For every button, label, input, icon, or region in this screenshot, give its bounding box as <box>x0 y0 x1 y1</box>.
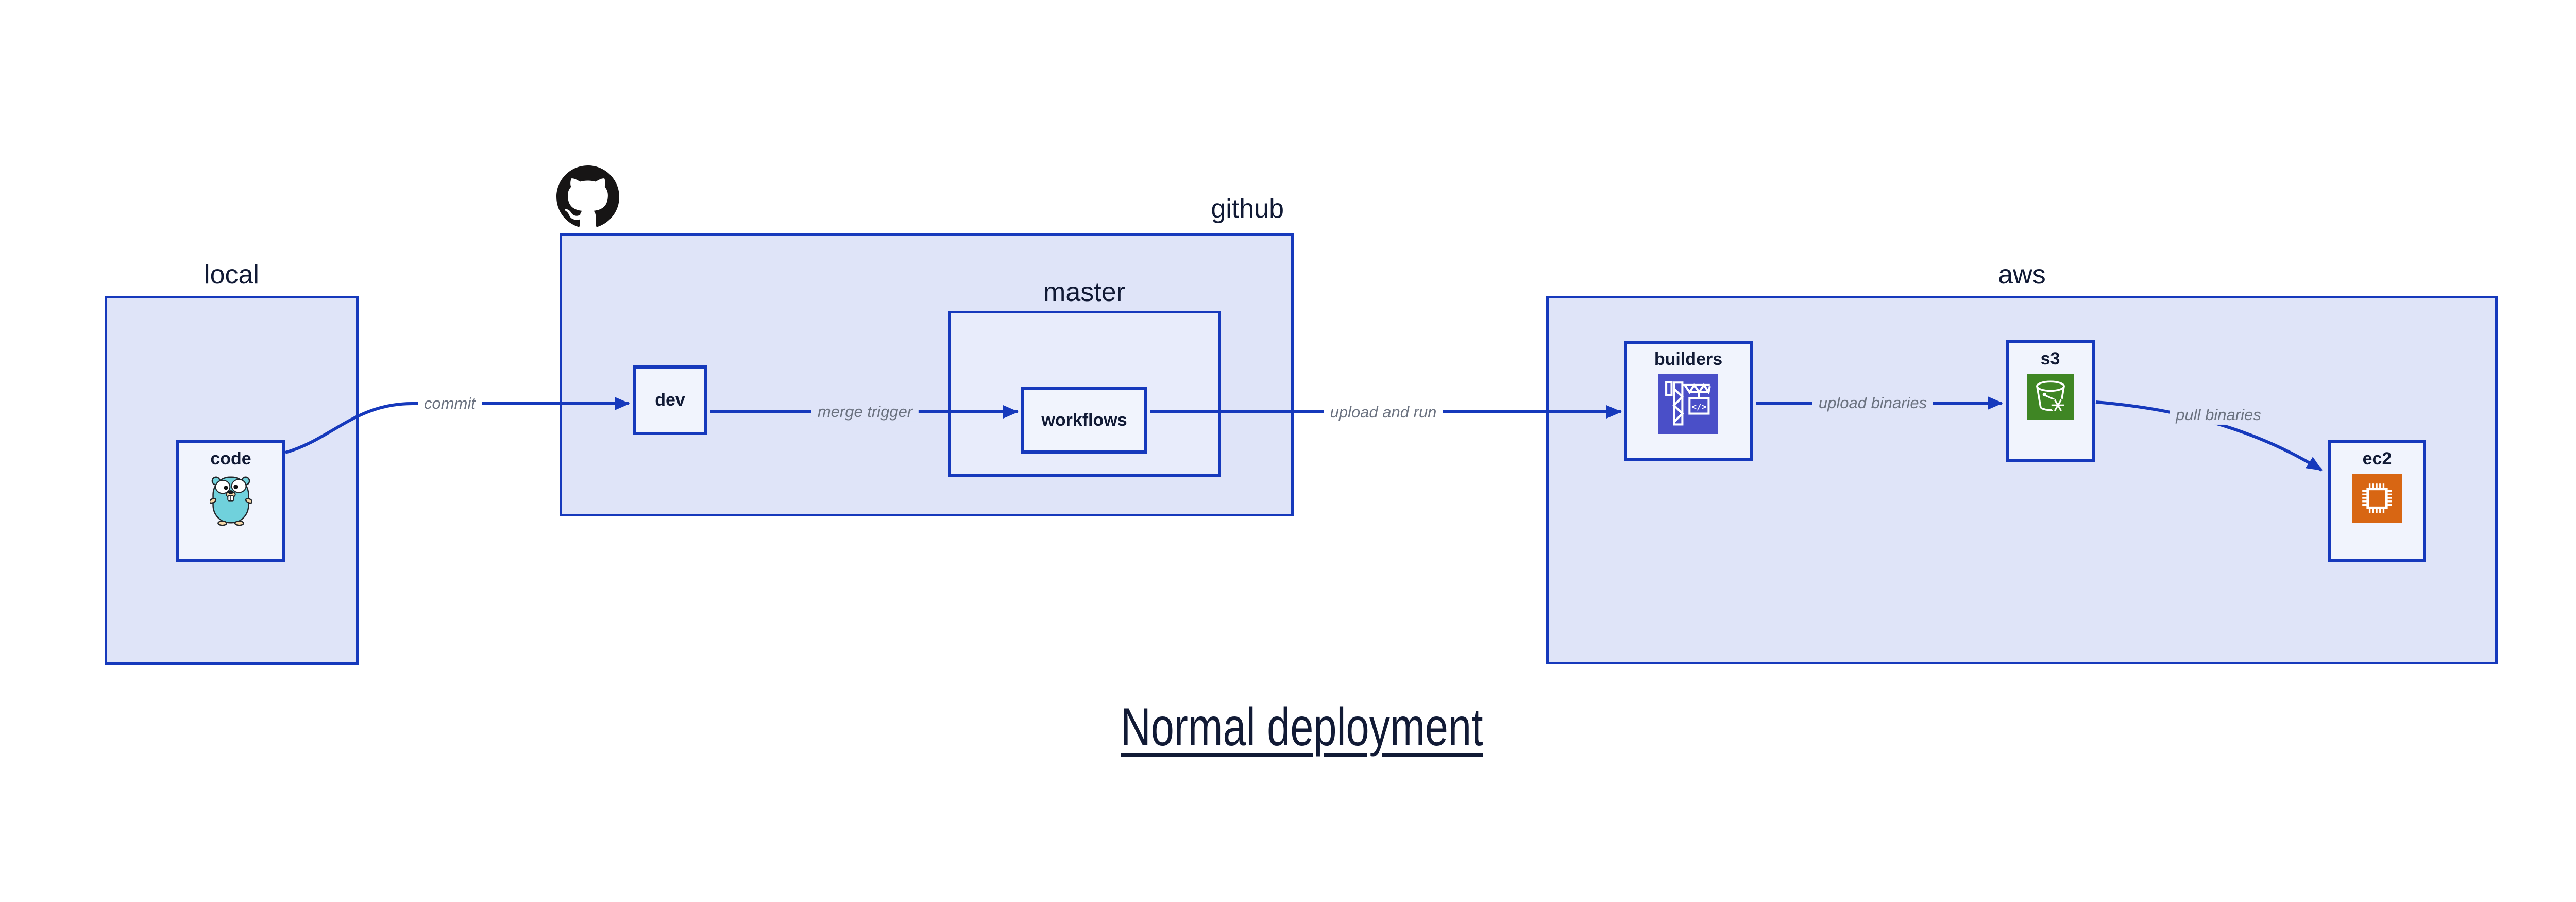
diagram-title: Normal deployment <box>1121 697 1483 757</box>
group-local-label: local <box>204 260 259 290</box>
node-builders-label: builders <box>1654 349 1723 369</box>
node-code-label: code <box>210 449 251 469</box>
node-workflows-label: workflows <box>1041 410 1127 430</box>
github-mark-icon <box>556 165 619 227</box>
group-master-label: master <box>1043 277 1125 307</box>
edge-upload-and-run-label: upload and run <box>1324 402 1443 423</box>
node-s3-box: s3 <box>2006 340 2095 462</box>
edge-pull-binaries-label: pull binaries <box>2170 405 2267 425</box>
edge-commit-label: commit <box>418 393 482 414</box>
node-dev-label: dev <box>655 390 685 410</box>
group-github-label: github <box>1211 194 1284 224</box>
group-aws-label: aws <box>1998 260 2046 290</box>
node-ec2-label: ec2 <box>2362 449 2392 469</box>
diagram-title-wrap: Normal deployment <box>0 697 2576 758</box>
go-gopher-icon <box>210 476 252 526</box>
edge-merge-trigger-label: merge trigger <box>811 402 919 422</box>
node-ec2-box: ec2 <box>2328 440 2426 562</box>
code-brackets-glyph: </> <box>1691 402 1707 412</box>
node-builders-box: builders </> <box>1624 341 1753 461</box>
s3-glacier-bucket-icon <box>2027 374 2074 421</box>
node-code-box: code <box>176 440 285 562</box>
node-workflows-box: workflows <box>1021 387 1147 454</box>
node-s3-label: s3 <box>2040 349 2060 369</box>
edge-upload-binaries-label: upload binaries <box>1812 393 1934 413</box>
node-dev-box: dev <box>633 365 707 435</box>
ec2-chip-icon <box>2352 474 2402 524</box>
codebuild-crane-icon: </> <box>1658 374 1718 435</box>
